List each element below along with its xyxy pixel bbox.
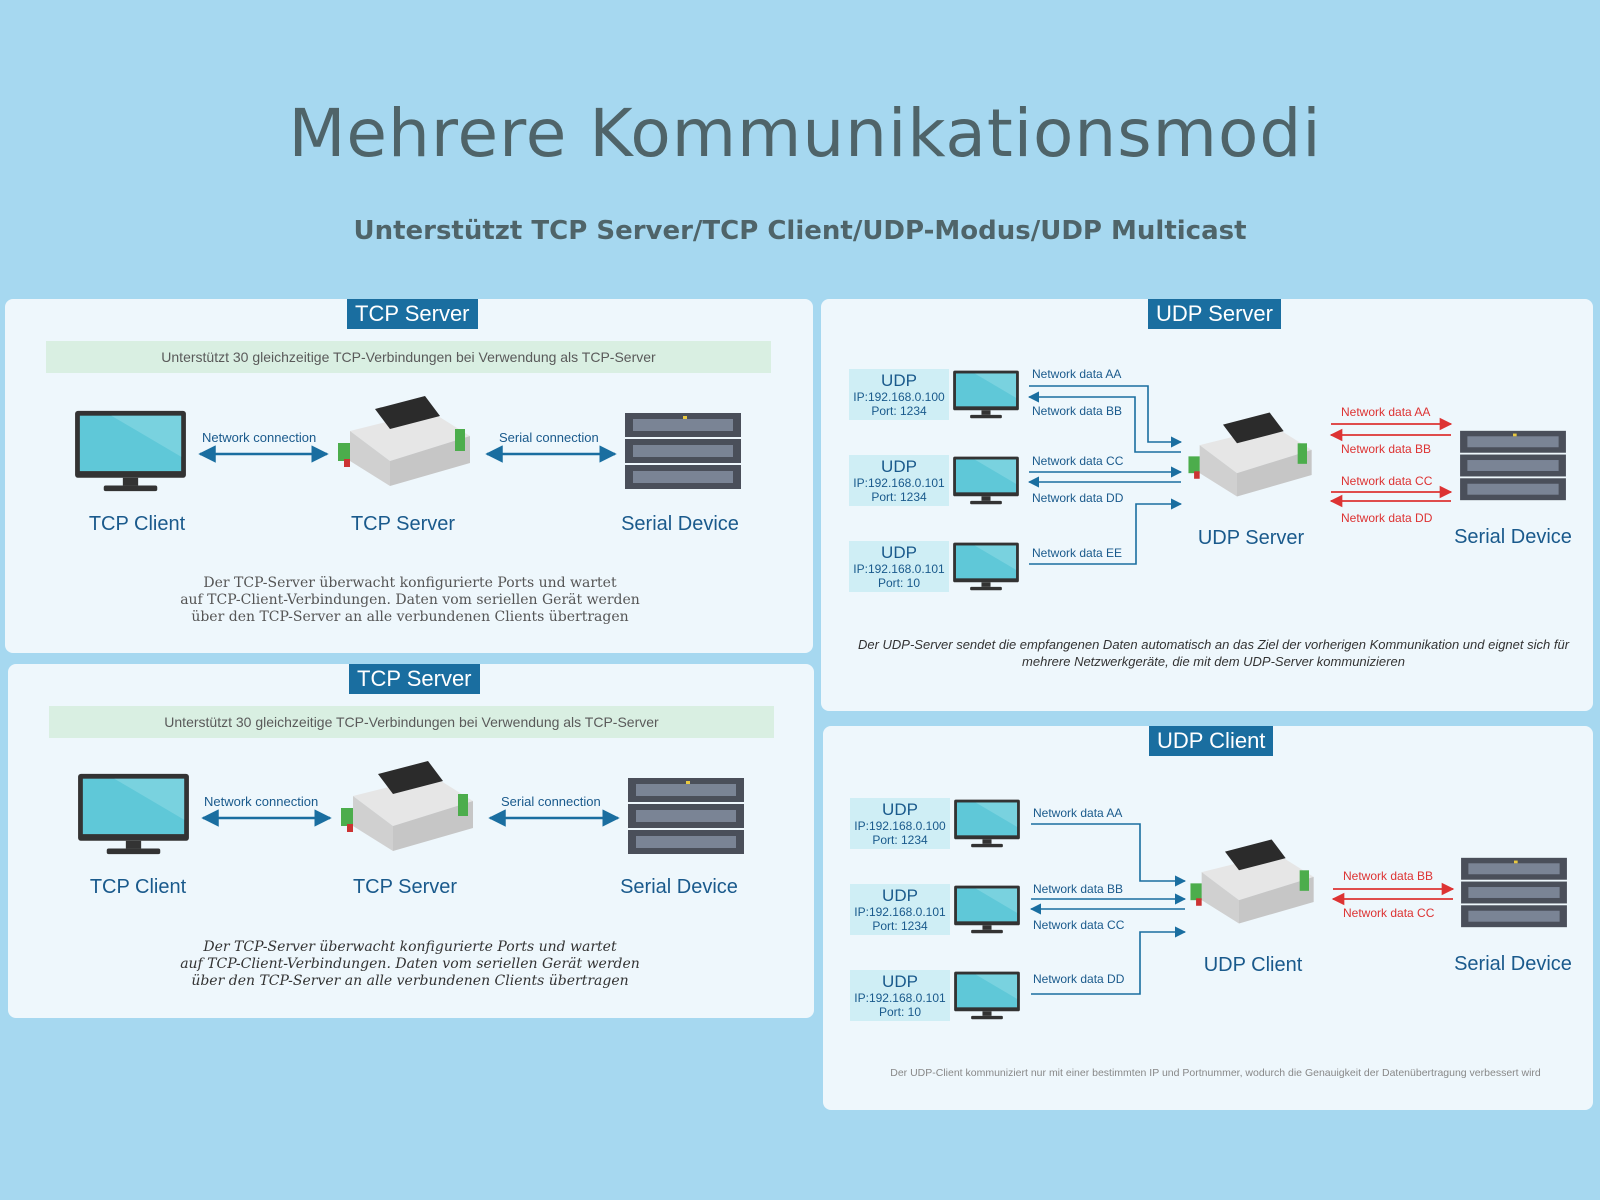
device-icon <box>1188 412 1312 497</box>
server-rack-icon <box>1461 857 1567 928</box>
monitor-icon <box>953 542 1019 591</box>
panel-banner: Unterstützt 30 gleichzeitige TCP-Verbind… <box>46 341 771 373</box>
tcp-client-label: TCP Client <box>89 876 187 898</box>
net-label-aa: Network data AA <box>1032 367 1122 381</box>
tcp-server-panel-2: TCP Server Unterstützt 30 gleichzeitige … <box>8 664 814 1018</box>
tcp1-diagram <box>75 396 741 492</box>
panel-description: Der UDP-Server sendet die empfangenen Da… <box>857 637 1570 669</box>
panel-description: Der TCP-Server überwacht konfigurierte P… <box>180 575 640 625</box>
panel-description: Der TCP-Server überwacht konfigurierte P… <box>180 939 640 989</box>
network-connection-label: Network connection <box>204 794 319 809</box>
serial-label-dd: Network data DD <box>1341 511 1433 525</box>
serial-label-bb: Network data BB <box>1343 869 1434 883</box>
monitor-icon <box>954 971 1020 1020</box>
tcp-server-label: TCP Server <box>350 513 456 535</box>
device-icon <box>338 396 470 486</box>
net-label-cc: Network data CC <box>1033 918 1125 932</box>
serial-device-label: Serial Device <box>621 513 739 535</box>
net-label-dd: Network data DD <box>1033 972 1125 986</box>
serial-connection-label: Serial connection <box>499 430 599 445</box>
panel-title: UDP Client <box>1149 726 1274 756</box>
monitor-icon <box>78 773 189 855</box>
net-label-dd: Network data DD <box>1032 491 1124 505</box>
net-label-aa: Network data AA <box>1033 806 1123 820</box>
panel-title: TCP Server <box>347 299 478 329</box>
udp-client-diagram <box>954 799 1567 1020</box>
server-rack-icon <box>625 413 741 489</box>
serial-label-aa: Network data AA <box>1341 405 1431 419</box>
monitor-icon <box>953 456 1019 505</box>
serial-label-bb: Network data BB <box>1341 442 1432 456</box>
serial-device-label: Serial Device <box>1454 953 1572 975</box>
tcp-server-panel-1: TCP Server Unterstützt 30 gleichzeitige … <box>5 299 813 653</box>
panel-banner: Unterstützt 30 gleichzeitige TCP-Verbind… <box>49 706 774 738</box>
net-label-ee: Network data EE <box>1032 546 1123 560</box>
serial-label-cc: Network data CC <box>1341 474 1433 488</box>
tcp-server-label: TCP Server <box>352 876 458 898</box>
monitor-icon <box>953 370 1019 419</box>
net-label-bb: Network data BB <box>1032 404 1123 418</box>
serial-label-cc: Network data CC <box>1343 906 1435 920</box>
net-label-cc: Network data CC <box>1032 454 1124 468</box>
tcp2-diagram <box>78 761 744 855</box>
server-rack-icon <box>628 778 744 854</box>
serial-device-label: Serial Device <box>1454 526 1572 548</box>
monitor-icon <box>75 410 186 492</box>
device-icon <box>341 761 473 851</box>
udp-client-label: UDP Client <box>1203 954 1303 976</box>
network-connection-label: Network connection <box>202 430 317 445</box>
panel-title: TCP Server <box>349 664 480 694</box>
panel-description: Der UDP-Client kommuniziert nur mit eine… <box>890 1067 1541 1079</box>
server-rack-icon <box>1460 430 1566 501</box>
tcp-client-label: TCP Client <box>88 513 186 535</box>
panel-title: UDP Server <box>1148 299 1281 329</box>
monitor-icon <box>954 799 1020 848</box>
serial-device-label: Serial Device <box>620 876 738 898</box>
device-icon <box>1190 839 1314 924</box>
monitor-icon <box>954 885 1020 934</box>
net-label-bb: Network data BB <box>1033 882 1124 896</box>
udp-server-label: UDP Server <box>1197 527 1305 549</box>
serial-connection-label: Serial connection <box>501 794 601 809</box>
udp-server-diagram <box>953 370 1566 591</box>
page-title: Mehrere Kommunikationsmodi <box>288 95 1322 172</box>
page-subtitle: Unterstützt TCP Server/TCP Client/UDP-Mo… <box>353 216 1247 246</box>
